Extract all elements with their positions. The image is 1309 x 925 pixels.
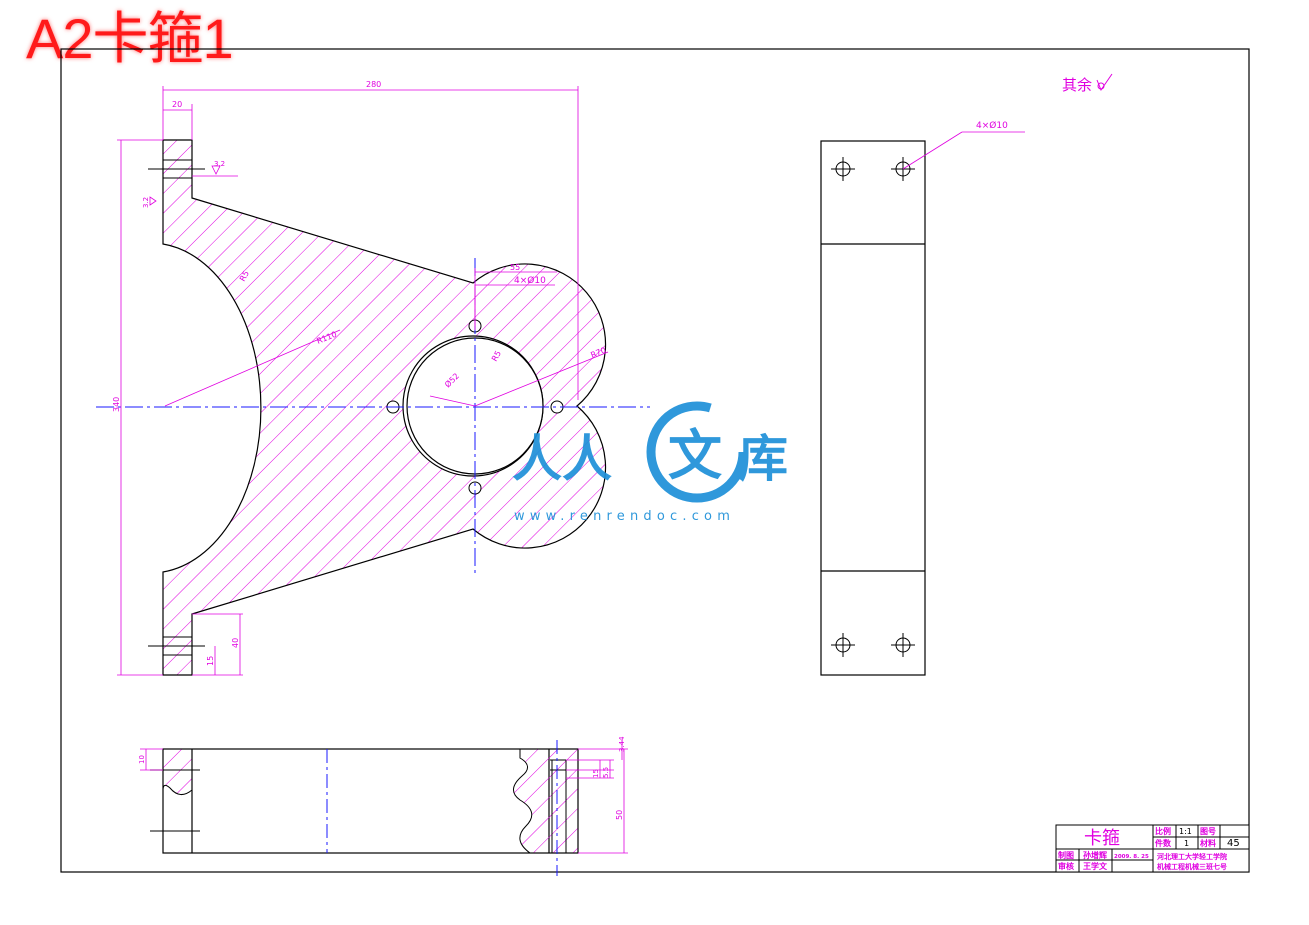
svg-text:图号: 图号 xyxy=(1200,827,1216,836)
svg-text:3.44: 3.44 xyxy=(618,736,626,752)
svg-text:15: 15 xyxy=(592,769,600,778)
watermark: 人人 文 库 www.renrendoc.com xyxy=(512,401,788,524)
bottom-view-body xyxy=(162,748,579,854)
drawing-border xyxy=(60,48,1250,873)
side-view: 4×Ø10 xyxy=(820,120,1025,676)
svg-text:文: 文 xyxy=(668,424,722,487)
svg-text:40: 40 xyxy=(231,638,240,648)
svg-text:55: 55 xyxy=(510,263,520,272)
front-view-dimensions: 280 20 340 55 4×Ø10 R110 Ø52 R70 R5 R5 4… xyxy=(112,80,609,676)
svg-text:比例: 比例 xyxy=(1155,826,1171,836)
svg-text:2009. 8. 25: 2009. 8. 25 xyxy=(1114,854,1149,860)
roughness-note: 其余 xyxy=(1062,73,1113,94)
svg-text:50: 50 xyxy=(615,810,624,820)
svg-text:机械工程机械三班七号: 机械工程机械三班七号 xyxy=(1157,862,1227,871)
svg-text:20: 20 xyxy=(172,100,182,109)
svg-text:4×Ø10: 4×Ø10 xyxy=(976,120,1008,131)
svg-text:4×Ø10: 4×Ø10 xyxy=(514,275,546,286)
svg-text:材料: 材料 xyxy=(1200,838,1216,848)
svg-text:卡箍: 卡箍 xyxy=(1084,828,1120,849)
svg-text:340: 340 xyxy=(112,397,121,412)
svg-text:3.2: 3.2 xyxy=(214,160,225,168)
watermark-circle xyxy=(646,401,748,503)
svg-text:人人: 人人 xyxy=(512,430,612,488)
svg-text:1: 1 xyxy=(1184,839,1189,848)
svg-text:河北理工大学轻工学院: 河北理工大学轻工学院 xyxy=(1157,852,1227,861)
svg-text:5.5: 5.5 xyxy=(602,767,610,778)
svg-text:10: 10 xyxy=(138,755,146,764)
svg-text:15: 15 xyxy=(206,656,215,666)
side-hole xyxy=(831,157,855,181)
svg-text:王学文: 王学文 xyxy=(1083,861,1108,871)
side-hole xyxy=(891,633,915,657)
side-view-body xyxy=(820,140,926,676)
svg-text:3.2: 3.2 xyxy=(142,197,150,208)
svg-text:库: 库 xyxy=(738,430,788,488)
svg-text:其余: 其余 xyxy=(1062,76,1092,94)
svg-text:45: 45 xyxy=(1227,838,1240,849)
svg-text:件数: 件数 xyxy=(1155,838,1172,848)
svg-text:1:1: 1:1 xyxy=(1179,827,1192,836)
side-hole xyxy=(831,633,855,657)
svg-text:审核: 审核 xyxy=(1058,861,1074,871)
svg-text:280: 280 xyxy=(366,80,381,89)
svg-text:孙增辉: 孙增辉 xyxy=(1083,850,1107,860)
title-block: 卡箍 比例 1:1 图号 件数 1 材料 45 制图 孙增辉 2009. 8. … xyxy=(1055,824,1250,873)
bottom-view xyxy=(150,740,579,876)
svg-text:www.renrendoc.com: www.renrendoc.com xyxy=(514,509,735,524)
bottom-view-dimensions: 50 3.44 5.5 15 10 xyxy=(138,736,628,854)
front-view xyxy=(96,139,650,676)
svg-text:制图: 制图 xyxy=(1058,850,1074,860)
